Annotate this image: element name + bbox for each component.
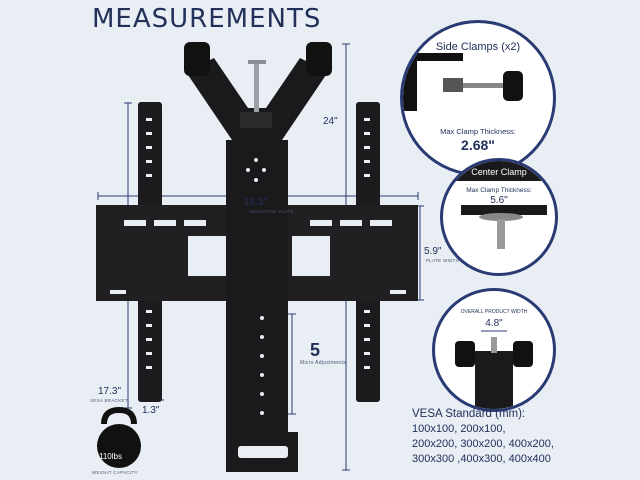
vesa-line: 200x200, 300x200, 400x200, bbox=[412, 438, 554, 450]
micro-adjustments-caption: Micro Adjustments bbox=[300, 360, 346, 366]
side-clamps-callout: Side Clamps (x2) Max Clamp Thickness: 2.… bbox=[400, 20, 556, 176]
weight-value: 110lbs bbox=[99, 452, 122, 461]
center-clamp-max-value: 5.6" bbox=[490, 195, 508, 206]
vesa-bracket-value: 17.3" bbox=[98, 386, 122, 397]
plate-width-caption: PLATE WIDTH bbox=[426, 258, 460, 263]
mounting-plate-caption: MOUNTING PLATE bbox=[250, 209, 294, 214]
bracket-width-value: 1.3" bbox=[142, 405, 160, 416]
center-clamp-max-label: Max Clamp Thickness: bbox=[466, 187, 532, 194]
height-label: 24" bbox=[323, 116, 338, 127]
kettlebell-icon bbox=[97, 406, 141, 468]
vesa-bracket-caption: VESA BRACKET bbox=[90, 398, 128, 403]
overall-width-callout: OVERALL PRODUCT WIDTH 4.8" bbox=[432, 288, 556, 412]
mounting-plate-value: 18.3" bbox=[244, 197, 268, 208]
side-clamps-max-value: 2.68" bbox=[461, 137, 495, 153]
overall-width-value: 4.8" bbox=[485, 318, 503, 329]
overall-width-label: OVERALL PRODUCT WIDTH bbox=[460, 309, 528, 315]
side-clamp-illustration bbox=[403, 53, 523, 111]
center-clamp-title: Center Clamp bbox=[471, 167, 527, 177]
side-clamps-title: Side Clamps (x2) bbox=[435, 41, 521, 53]
vesa-heading: VESA Standard (mm): bbox=[412, 408, 526, 420]
knobs bbox=[184, 42, 332, 76]
side-clamps-max-label: Max Clamp Thickness: bbox=[440, 127, 516, 136]
center-clamp-callout: Center Clamp Max Clamp Thickness: 5.6" bbox=[440, 158, 558, 276]
page-title: MEASUREMENTS bbox=[92, 4, 322, 34]
vesa-standard: VESA Standard (mm): 100x100, 200x100, 20… bbox=[412, 407, 640, 467]
plate-width-value: 5.9" bbox=[424, 246, 442, 257]
vesa-line: 100x100, 200x100, bbox=[412, 423, 506, 435]
center-plate bbox=[226, 140, 288, 446]
vesa-line: 300x300 ,400x300, 400x400 bbox=[412, 453, 551, 465]
micro-adjustments-count: 5 bbox=[310, 340, 321, 360]
overall-width-illustration bbox=[455, 330, 533, 409]
center-clamp-illustration bbox=[443, 161, 555, 249]
weight-caption: WEIGHT CAPACITY bbox=[92, 470, 138, 475]
